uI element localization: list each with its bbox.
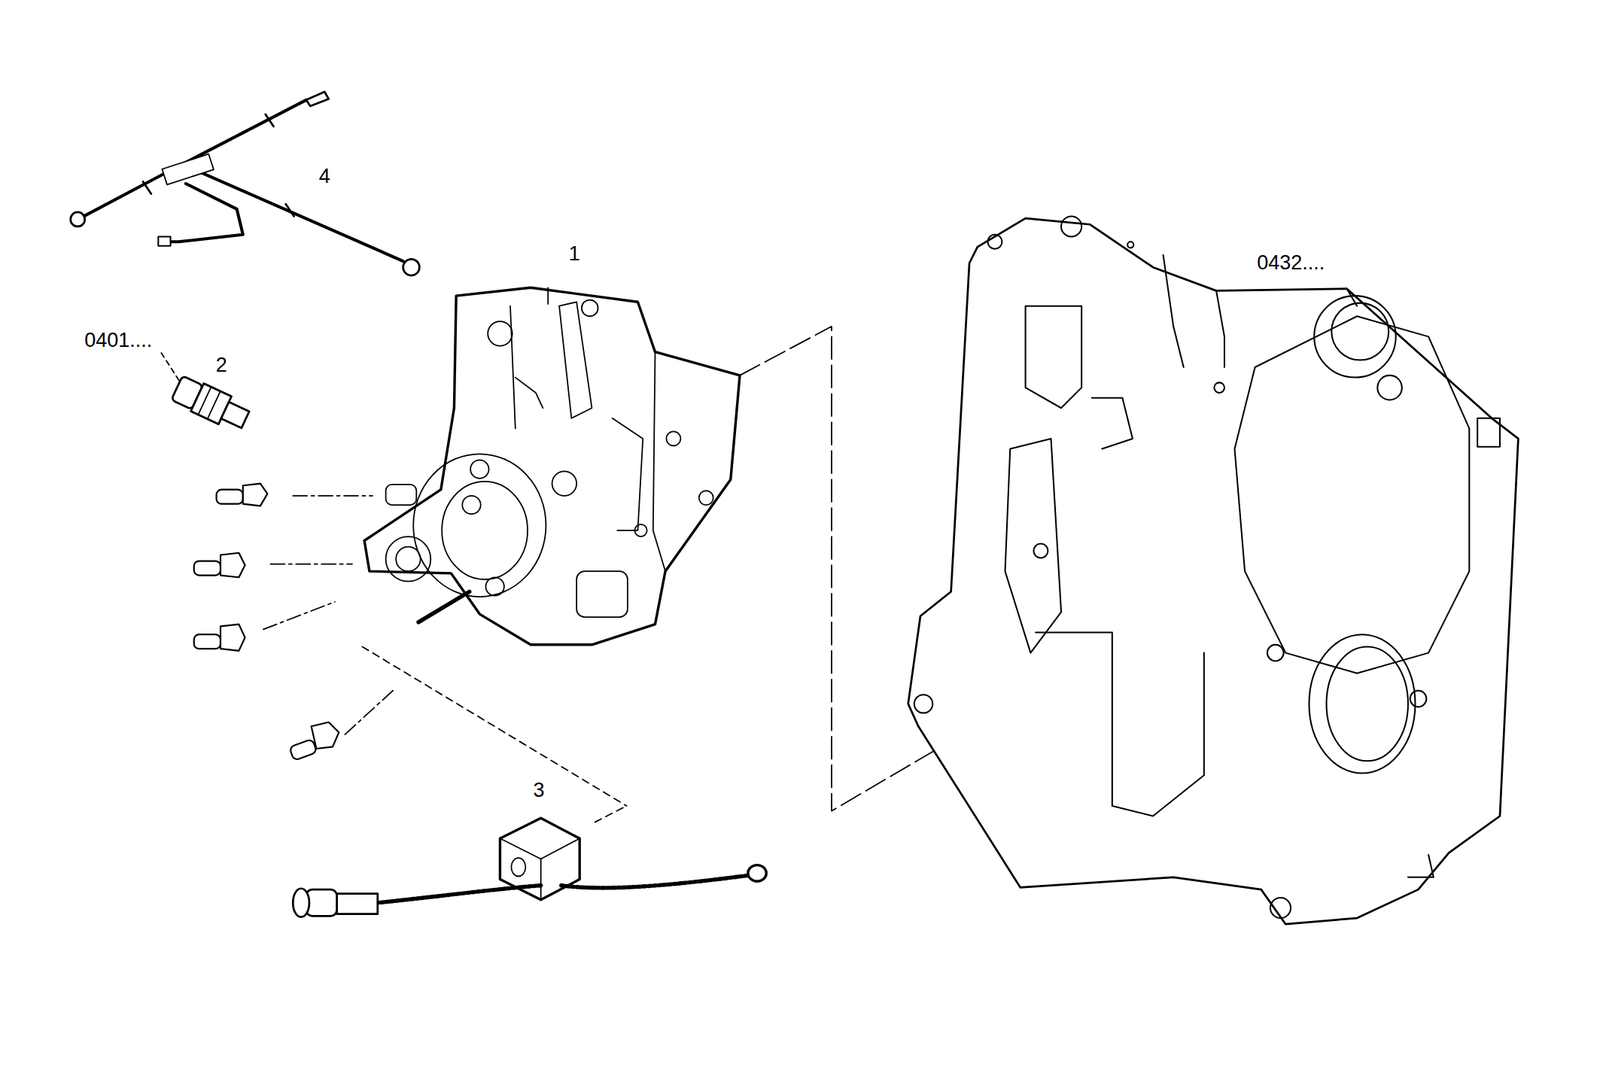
callout-number: 3 xyxy=(531,779,546,802)
callout-number: 2 xyxy=(214,354,229,377)
callout-number: 0401.... xyxy=(82,329,154,352)
harness-clip xyxy=(161,154,214,186)
harness-tape xyxy=(285,203,295,216)
gear-housing xyxy=(908,215,1519,925)
callout-number: 1 xyxy=(567,243,582,265)
eyelet xyxy=(403,258,420,276)
fitting xyxy=(194,483,340,761)
harness-tape xyxy=(265,114,274,127)
callout-number: 0432.... xyxy=(1255,252,1327,274)
eyelet xyxy=(70,212,86,227)
leader-line xyxy=(263,495,393,735)
leader-line xyxy=(161,352,180,382)
injection-pump xyxy=(364,287,740,645)
harness-tape xyxy=(142,181,152,194)
callout-number: 4 xyxy=(317,165,332,188)
sensor xyxy=(170,374,252,434)
solenoid xyxy=(292,646,767,917)
wiring-harness xyxy=(83,91,403,262)
